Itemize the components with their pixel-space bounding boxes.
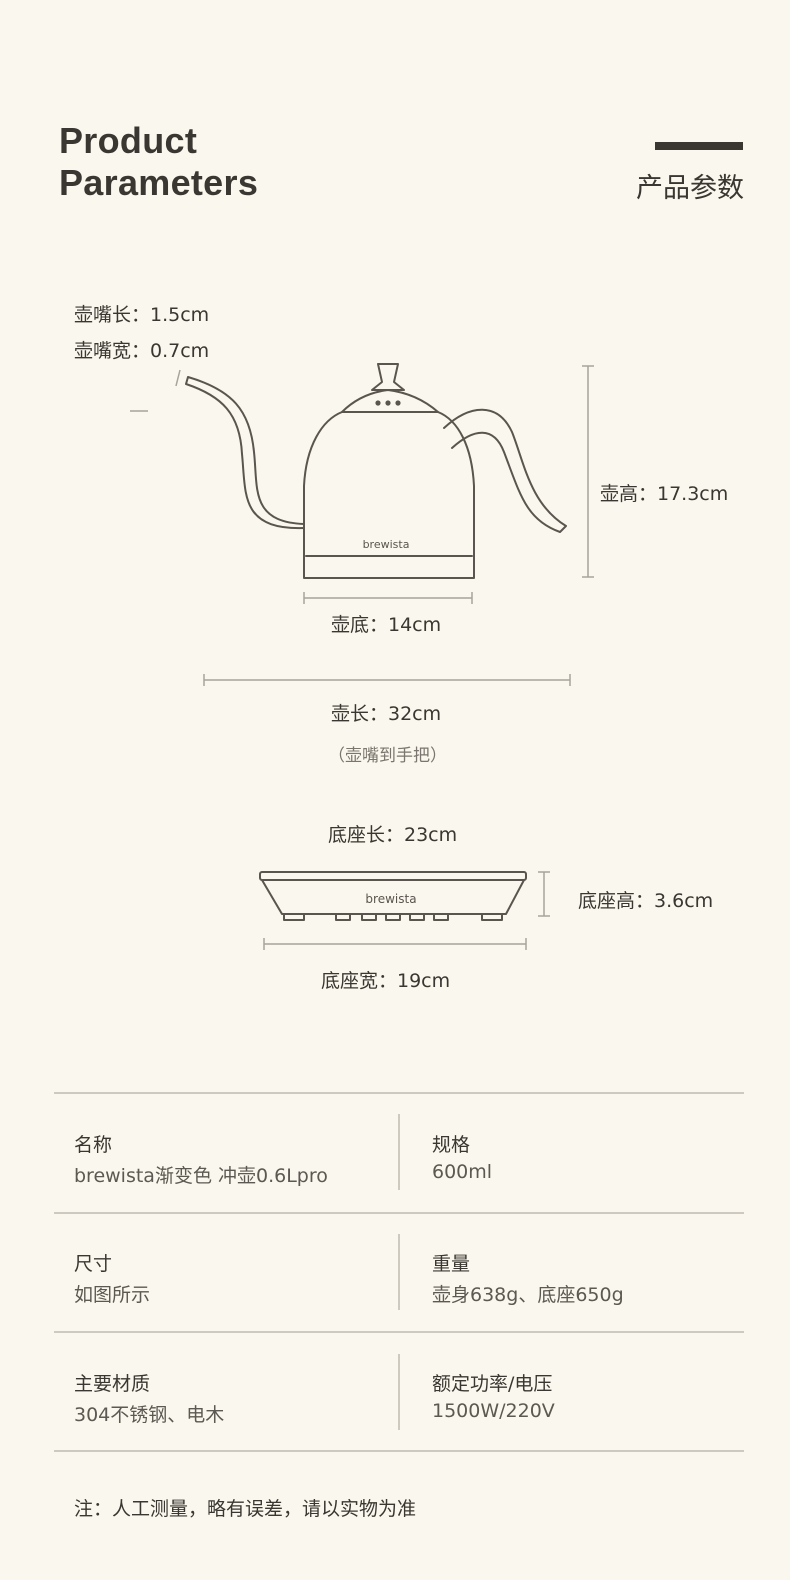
base-illustration <box>259 871 527 921</box>
kettle-brand-text: brewista <box>363 538 410 551</box>
spec-value-size: 如图所示 <box>74 1284 151 1306</box>
table-column-divider <box>398 1354 400 1430</box>
spec-key-material: 主要材质 <box>74 1373 151 1395</box>
table-divider <box>54 1331 744 1333</box>
base-height-label: 底座高：3.6cm <box>578 890 714 912</box>
base-brand-text: brewista <box>365 892 416 906</box>
kettle-lid <box>341 389 439 413</box>
title-accent-bar <box>655 142 743 150</box>
spec-value-capacity: 600ml <box>432 1161 493 1183</box>
spec-key-weight: 重量 <box>432 1253 471 1275</box>
base-width-label: 底座宽：19cm <box>321 970 451 992</box>
spec-key-power: 额定功率/电压 <box>432 1373 553 1395</box>
table-divider <box>54 1092 744 1094</box>
spec-value-weight: 壶身638g、底座650g <box>432 1284 624 1306</box>
kettle-illustration: brewista brewista <box>130 363 594 950</box>
kettle-base-label: 壶底：14cm <box>331 614 442 636</box>
table-column-divider <box>398 1114 400 1190</box>
spec-key-size: 尺寸 <box>74 1253 113 1275</box>
kettle-lid-dots <box>375 400 401 406</box>
kettle-body <box>303 411 475 579</box>
kettle-length-label: 壶长：32cm <box>331 703 442 725</box>
kettle-height-label: 壶高：17.3cm <box>600 483 729 505</box>
table-divider <box>54 1450 744 1452</box>
spec-value-material: 304不锈钢、电木 <box>74 1404 225 1426</box>
kettle-knob <box>371 363 405 391</box>
footnote: 注：人工测量，略有误差，请以实物为准 <box>74 1498 417 1520</box>
spec-value-name: brewista渐变色 冲壶0.6Lpro <box>74 1165 328 1187</box>
spec-value-power: 1500W/220V <box>432 1400 555 1422</box>
table-column-divider <box>398 1234 400 1310</box>
page-title: Product Parameters <box>59 120 258 204</box>
title-line-2: Parameters <box>59 162 259 203</box>
table-divider <box>54 1212 744 1214</box>
kettle-handle <box>443 408 567 533</box>
kettle-spout <box>185 376 305 530</box>
page-title-cn: 产品参数 <box>636 173 744 204</box>
spec-key-name: 名称 <box>74 1134 113 1156</box>
base-length-label: 底座长：23cm <box>328 824 458 846</box>
kettle-length-note: （壶嘴到手把） <box>328 746 447 766</box>
spec-key-capacity: 规格 <box>432 1134 471 1156</box>
kettle-dimension-lines <box>130 365 594 686</box>
spout-width-label: 壶嘴宽：0.7cm <box>74 340 210 362</box>
title-line-1: Product <box>59 120 198 161</box>
base-dimension-lines <box>263 871 550 950</box>
spout-length-label: 壶嘴长：1.5cm <box>74 304 210 326</box>
